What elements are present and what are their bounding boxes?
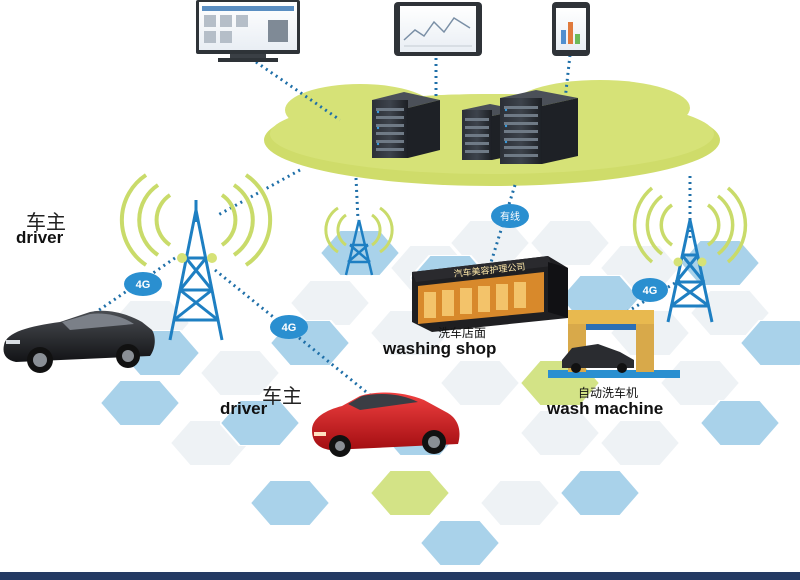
cell-tower-icon bbox=[632, 186, 748, 323]
car-icon bbox=[3, 310, 155, 373]
badge-wired: 有线 bbox=[491, 204, 529, 228]
badge-4g-right: 4G bbox=[632, 278, 668, 302]
link-cloud-tower-left bbox=[217, 168, 301, 217]
driver-top-en: driver bbox=[16, 228, 64, 247]
svg-text:4G: 4G bbox=[282, 322, 297, 334]
link-monitor-cloud bbox=[255, 60, 341, 122]
driver-mid-zh: 车主 bbox=[262, 384, 302, 408]
link-cloud-tower-mid bbox=[354, 177, 360, 221]
svg-text:4G: 4G bbox=[643, 285, 658, 297]
server-rack-right bbox=[500, 90, 578, 164]
tablet-icon bbox=[394, 2, 482, 56]
link-phone-cloud bbox=[563, 54, 572, 101]
badge-4g-mid: 4G bbox=[270, 315, 308, 339]
signal-waves-mid bbox=[324, 206, 394, 254]
signal-waves-left bbox=[119, 173, 273, 267]
car-icon bbox=[562, 344, 634, 373]
cell-tower-icon bbox=[119, 173, 273, 341]
phone-icon bbox=[552, 2, 590, 56]
server-icon bbox=[372, 90, 578, 164]
shop-en: washing shop bbox=[383, 339, 497, 358]
machine-zh: 自动洗车机 bbox=[578, 386, 639, 400]
bottom-strip bbox=[0, 572, 800, 580]
cell-tower-icon bbox=[324, 206, 394, 276]
driver-mid-en: driver bbox=[220, 399, 268, 418]
svg-text:有线: 有线 bbox=[500, 210, 520, 223]
badge-4g-left: 4G bbox=[124, 272, 162, 296]
wash-machine-icon bbox=[548, 310, 680, 378]
svg-text:4G: 4G bbox=[136, 279, 151, 291]
signal-waves-right bbox=[632, 186, 748, 264]
server-rack-left bbox=[372, 92, 440, 158]
machine-en: wash machine bbox=[547, 399, 664, 418]
shop-icon: 汽车美容护理公司 bbox=[412, 256, 568, 332]
monitor-icon bbox=[196, 0, 300, 62]
car-icon bbox=[312, 392, 460, 457]
driver-top-zh: 车主 bbox=[26, 210, 66, 234]
shop-zh: 洗车店面 bbox=[438, 326, 487, 340]
